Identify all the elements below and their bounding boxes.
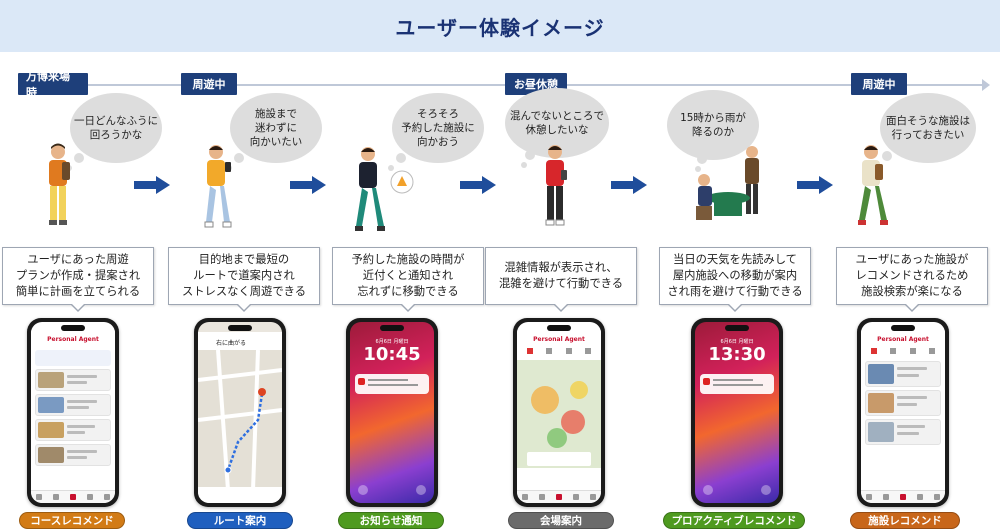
flow-arrow-4 (611, 176, 647, 194)
camera-icon[interactable] (416, 485, 426, 495)
facility-card[interactable] (865, 390, 941, 416)
thought-text-3: そろそろ 予約した施設に 向かおう (401, 108, 475, 148)
lock-time: 10:45 (363, 344, 421, 365)
feature-label-notification: お知らせ通知 (338, 512, 444, 529)
timeline (18, 78, 990, 92)
app-header: Personal Agent (31, 330, 115, 348)
lock-screen-2: 6月6日 月曜日 13:30 (695, 322, 779, 503)
flow-arrow-3 (460, 176, 496, 194)
feature-label-course-recommend: コースレコメンド (19, 512, 125, 529)
thought-text-4: 混んでないところで 休憩したいな (510, 110, 604, 136)
course-plan-screen: Personal Agent (31, 322, 115, 503)
flashlight-icon[interactable] (358, 485, 368, 495)
description-text-4: 混雑情報が表示され、 混雑を避けて行動できる (498, 261, 624, 290)
tab-bar[interactable] (861, 490, 945, 503)
phone-notification: 6月6日 月曜日 10:45 (346, 318, 438, 507)
flow-arrow-2 (290, 176, 326, 194)
description-box-4: 混雑情報が表示され、 混雑を避けて行動できる (485, 247, 637, 312)
plan-card[interactable] (35, 394, 111, 416)
turn-instruction: 右に曲がる (198, 332, 282, 350)
plan-card[interactable] (35, 369, 111, 391)
camera-icon[interactable] (761, 485, 771, 495)
feature-label-venue-guide: 会場案内 (508, 512, 614, 529)
plan-card[interactable] (35, 419, 111, 441)
visitor-figure-2 (204, 145, 232, 228)
phone-venue-guide: Personal Agent (513, 318, 605, 507)
facility-list-screen: Personal Agent (861, 322, 945, 503)
description-box-5: 当日の天気を先読みして 屋内施設への移動が案内 され雨を避けて行動できる (659, 247, 811, 312)
flashlight-icon[interactable] (703, 485, 713, 495)
facility-card[interactable] (865, 361, 941, 387)
flow-arrow-1 (134, 176, 170, 194)
visitor-figure-6 (858, 145, 888, 225)
congestion-map-screen: Personal Agent (517, 322, 601, 503)
phase-touring-1: 周遊中 (181, 73, 237, 95)
app-header: Personal Agent (861, 330, 945, 348)
phase-touring-2: 周遊中 (851, 73, 907, 95)
thought-bubble-6: 面白そうな施設は 行っておきたい (874, 93, 976, 169)
thought-text-2: 施設まで 迷わずに 向かいたい (249, 108, 303, 148)
thought-bubble-2: 施設まで 迷わずに 向かいたい (226, 93, 322, 171)
facility-card[interactable] (865, 419, 941, 445)
feature-label-proactive-recommend: プロアクティブレコメンド (663, 512, 805, 529)
plan-card[interactable] (35, 444, 111, 466)
feature-label-facility-recommend: 施設レコメンド (850, 512, 960, 529)
phone-facility-recommend: Personal Agent (857, 318, 949, 507)
weather-notification[interactable] (700, 374, 774, 394)
lock-date: 6月6日 月曜日 (375, 339, 409, 345)
thought-bubble-1: 一日どんなふうに 回ろうかな (66, 93, 162, 171)
description-box-6: ユーザにあった施設が レコメンドされるため 施設検索が楽になる (836, 247, 988, 312)
page-title: ユーザー体験イメージ (395, 15, 605, 40)
description-text-5: 当日の天気を先読みして 屋内施設への移動が案内 され雨を避けて行動できる (667, 253, 803, 298)
thought-text-6: 面白そうな施設は 行っておきたい (886, 115, 970, 141)
phone-route-guide: 右に曲がる (194, 318, 286, 507)
route-map-screen: 右に曲がる (198, 322, 282, 503)
description-text-1: ユーザにあった周遊 プランが作成・提案され 簡単に計画を立てられる (15, 253, 141, 298)
description-box-3: 予約した施設の時間が 近付くと通知され 忘れずに移動できる (332, 247, 484, 312)
flow-arrow-5 (797, 176, 833, 194)
phone-proactive-recommend: 6月6日 月曜日 13:30 (691, 318, 783, 507)
visitor-figure-3 (355, 147, 414, 231)
congestion-map[interactable] (517, 360, 601, 468)
route-map[interactable] (198, 350, 282, 490)
lock-date: 6月6日 月曜日 (720, 339, 754, 345)
phone-course-recommend: Personal Agent (27, 318, 119, 507)
thought-bubble-5: 15時から雨が 降るのか (667, 90, 759, 172)
description-box-1: ユーザにあった周遊 プランが作成・提案され 簡単に計画を立てられる (2, 247, 154, 312)
visitor-figure-4 (545, 145, 567, 226)
tab-bar[interactable] (31, 490, 115, 503)
thought-text-5: 15時から雨が 降るのか (680, 112, 746, 138)
description-box-2: 目的地まで最短の ルートで道案内され ストレスなく周遊できる (168, 247, 320, 312)
tab-bar[interactable] (517, 490, 601, 503)
title-banner: ユーザー体験イメージ (0, 0, 1000, 52)
thought-text-1: 一日どんなふうに 回ろうかな (74, 115, 158, 141)
visitor-figure-1 (49, 143, 70, 225)
reservation-notification[interactable] (355, 374, 429, 394)
app-header: Personal Agent (517, 330, 601, 348)
cafe-scene (696, 146, 759, 220)
description-text-6: ユーザにあった施設が レコメンドされるため 施設検索が楽になる (855, 253, 969, 298)
lock-screen-1: 6月6日 月曜日 10:45 (350, 322, 434, 503)
description-text-2: 目的地まで最短の ルートで道案内され ストレスなく周遊できる (181, 253, 307, 298)
thought-bubble-3: そろそろ 予約した施設に 向かおう (388, 93, 484, 171)
feature-label-route-guide: ルート案内 (187, 512, 293, 529)
phase-arrival: 万博来場時 (18, 70, 88, 99)
lock-time: 13:30 (708, 344, 766, 365)
description-text-3: 予約した施設の時間が 近付くと通知され 忘れずに移動できる (351, 253, 465, 298)
